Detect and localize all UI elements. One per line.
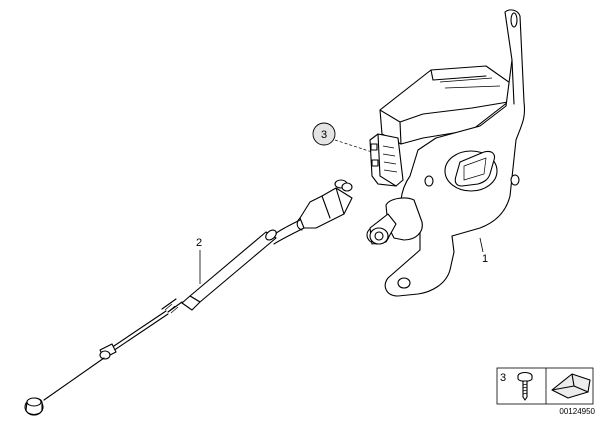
inner-wire bbox=[107, 310, 169, 354]
actuator-unit bbox=[366, 9, 526, 297]
cable-thread bbox=[161, 298, 183, 313]
cable-sleeve bbox=[189, 231, 277, 303]
bracket-window bbox=[454, 150, 496, 187]
actuator-nozzle bbox=[385, 197, 423, 241]
callout-3-circle bbox=[312, 122, 336, 146]
bowden-cable bbox=[24, 179, 353, 416]
callout-3-leader bbox=[334, 139, 373, 153]
legend-item-number: 3 bbox=[500, 372, 506, 384]
diagram-id: 00124950 bbox=[559, 407, 595, 416]
wedge-icon bbox=[551, 373, 591, 399]
callout-1-label: 1 bbox=[482, 253, 488, 265]
legend-box: 3 bbox=[496, 367, 594, 405]
bracket-hole-3 bbox=[397, 277, 411, 289]
screw-icon bbox=[517, 371, 533, 401]
bracket-hole bbox=[424, 175, 434, 187]
bracket-hole-2 bbox=[510, 174, 520, 186]
callout-2-label: 2 bbox=[196, 237, 202, 249]
bracket-slot-hole bbox=[510, 12, 518, 28]
mounting-bracket bbox=[384, 9, 526, 297]
callout-3-label: 3 bbox=[321, 129, 327, 141]
callout-1-leader bbox=[479, 237, 484, 253]
